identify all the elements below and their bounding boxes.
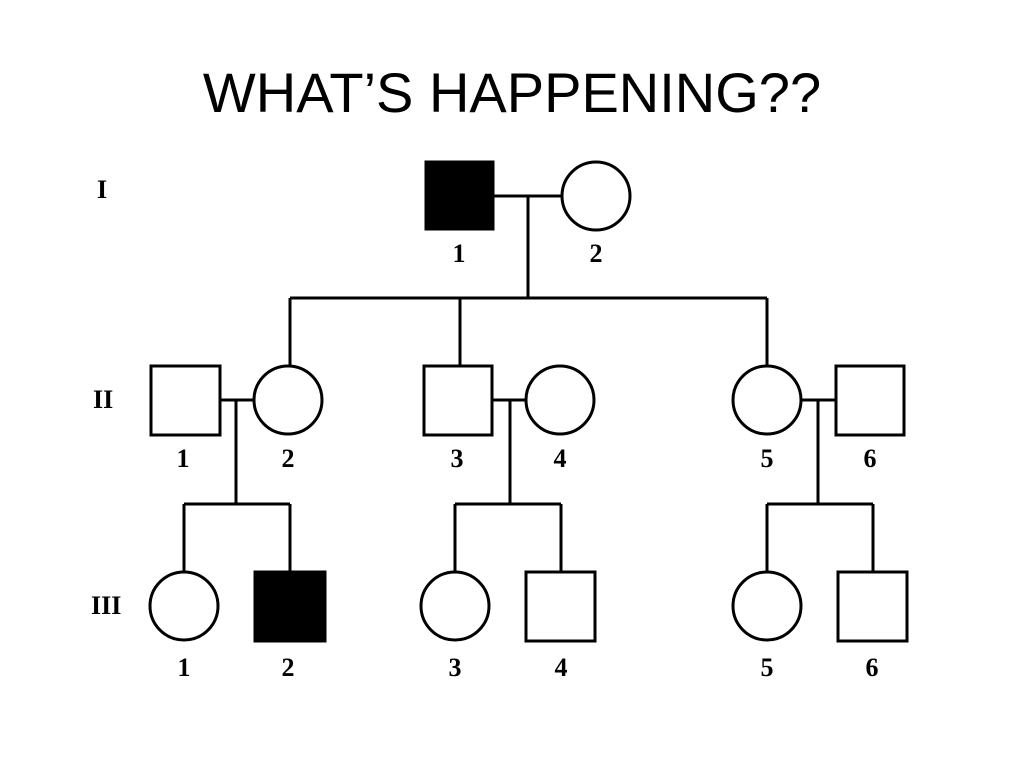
individual-II-1-number: 1 [177, 444, 190, 473]
connector-lines [182, 194, 875, 572]
generation-label-II: II [93, 385, 113, 414]
individual-II-4-number: 4 [554, 444, 567, 473]
generation-label-I: I [97, 175, 107, 204]
individual-III-5-number: 5 [761, 653, 774, 682]
slide-title: WHAT’S HAPPENING?? [202, 61, 822, 124]
individual-II-6-male-symbol [834, 364, 906, 437]
individual-I-1-number: 1 [453, 239, 466, 268]
individual-I-1-male-symbol [424, 160, 495, 231]
individual-II-5-female-symbol [731, 364, 803, 436]
individual-III-3-number: 3 [449, 653, 462, 682]
individual-III-4-male-symbol [524, 570, 597, 643]
individual-II-3-number: 3 [451, 444, 464, 473]
individual-II-4-female-symbol [524, 364, 596, 436]
individual-III-5-female-symbol [731, 570, 803, 642]
individual-II-2-number: 2 [282, 444, 295, 473]
generation-label-III: III [91, 591, 121, 620]
individual-II-1-male-symbol [149, 364, 222, 437]
individual-III-4-number: 4 [555, 653, 568, 682]
individual-III-2-male-symbol [253, 570, 327, 643]
individual-II-5-number: 5 [761, 444, 774, 473]
individual-II-3-male-symbol [422, 364, 494, 437]
individual-III-1-female-symbol [148, 570, 220, 642]
individual-II-6-number: 6 [864, 444, 877, 473]
individual-III-3-female-symbol [419, 570, 491, 642]
individual-II-2-female-symbol [252, 364, 324, 436]
individual-III-2-number: 2 [282, 653, 295, 682]
individual-III-1-number: 1 [178, 653, 191, 682]
individual-III-6-number: 6 [866, 653, 879, 682]
individual-III-6-male-symbol [836, 570, 909, 643]
individual-I-2-number: 2 [590, 239, 603, 268]
individual-I-2-female-symbol [560, 160, 632, 232]
